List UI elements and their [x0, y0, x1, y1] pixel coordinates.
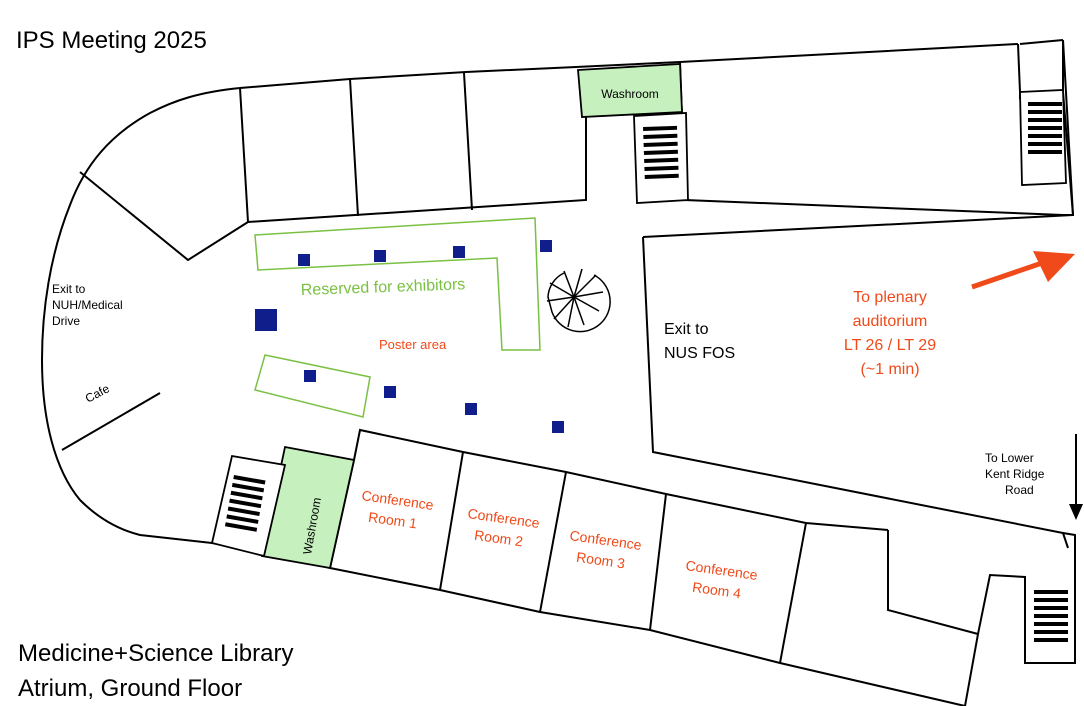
exit-nuh-label: Exit to NUH/Medical Drive [52, 282, 123, 328]
poster-board-marker [255, 309, 277, 331]
svg-text:Exit to: Exit to [52, 282, 86, 296]
lower-kent-label: To Lower Kent Ridge Road [985, 451, 1045, 497]
upper-rooms [79, 61, 1073, 262]
poster-board-marker [304, 370, 316, 382]
poster-board-marker [374, 250, 386, 262]
conference-room-3-label: Conference Room 3 [569, 527, 643, 571]
svg-text:auditorium: auditorium [853, 313, 928, 330]
staircase-icon [643, 125, 679, 179]
exit-fos-label-1: Exit to [664, 321, 709, 338]
cafe-partition [61, 392, 161, 451]
svg-text:Drive: Drive [52, 314, 80, 328]
washroom-top-area [577, 63, 683, 118]
svg-text:Road: Road [1005, 483, 1034, 497]
staircase-icon [224, 475, 266, 532]
plenary-label: To plenary auditorium LT 26 / LT 29 (~1 … [844, 289, 936, 378]
poster-markers [255, 240, 564, 433]
poster-board-marker [384, 386, 396, 398]
arrow-to-plenary-icon [971, 251, 1075, 290]
building-outline [40, 39, 1076, 706]
poster-board-marker [540, 240, 552, 252]
exhibitors-label: Reserved for exhibitors [301, 276, 466, 299]
staircase-icon [1034, 590, 1068, 642]
lower-rooms [329, 428, 979, 664]
east-block [642, 214, 1074, 549]
arrow-down-icon [1069, 434, 1083, 520]
svg-text:LT 26 / LT 29: LT 26 / LT 29 [844, 337, 936, 354]
map-title: IPS Meeting 2025 [16, 27, 207, 54]
svg-text:Room 1: Room 1 [367, 509, 418, 532]
poster-area-label: Poster area [379, 337, 447, 352]
washroom-top-label: Washroom [601, 87, 659, 101]
svg-text:To plenary: To plenary [853, 289, 927, 306]
footer-line-1: Medicine+Science Library [18, 640, 293, 667]
washroom-top: Washroom [577, 63, 689, 204]
svg-text:Room 2: Room 2 [473, 527, 524, 550]
poster-board-marker [453, 246, 465, 258]
spiral-staircase-icon [546, 268, 611, 333]
exhibitor-zone [254, 217, 541, 418]
washroom-bottom: Washroom [210, 445, 356, 570]
cafe-label: Cafe [83, 381, 112, 405]
poster-board-marker [552, 421, 564, 433]
conference-room-4-label: Conference Room 4 [685, 557, 759, 601]
poster-board-marker [465, 403, 477, 415]
svg-text:To Lower: To Lower [985, 451, 1034, 465]
conference-room-2-label: Conference Room 2 [467, 505, 541, 549]
exit-fos-label-2: NUS FOS [664, 345, 735, 362]
poster-board-marker [298, 254, 310, 266]
svg-text:Kent Ridge: Kent Ridge [985, 467, 1045, 481]
svg-text:Room 4: Room 4 [691, 579, 742, 602]
svg-text:NUH/Medical: NUH/Medical [52, 298, 123, 312]
svg-text:(~1 min): (~1 min) [860, 361, 919, 378]
staircase-icon [1019, 89, 1067, 186]
svg-text:Room 3: Room 3 [575, 549, 626, 572]
footer-line-2: Atrium, Ground Floor [18, 675, 242, 702]
conference-room-1-label: Conference Room 1 [361, 487, 435, 531]
